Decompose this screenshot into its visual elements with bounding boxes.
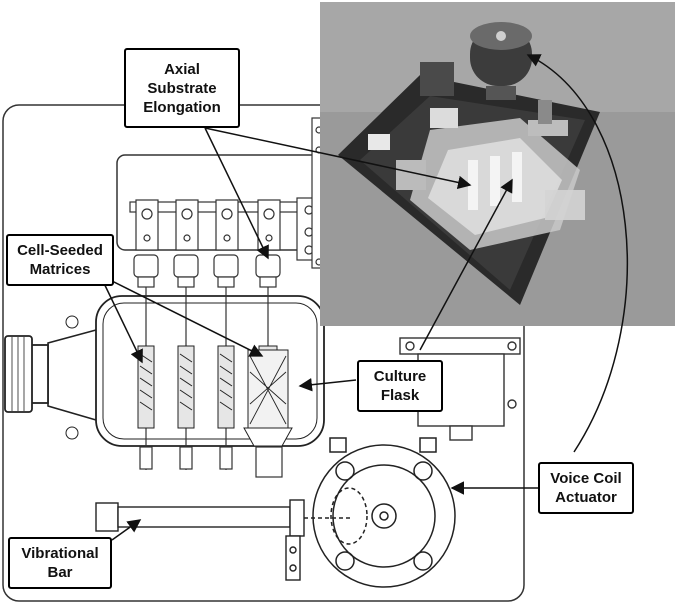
leader-lines <box>99 54 628 541</box>
callout-axial-substrate-elongation: Axial Substrate Elongation <box>124 48 240 128</box>
callout-vibrational-line-2: Bar <box>47 564 73 581</box>
cell-seeded-matrices <box>137 345 293 447</box>
callout-matrices-line-1: Cell-Seeded <box>17 242 103 259</box>
callout-flask-line-1: Culture <box>373 368 427 385</box>
callout-voice-coil-line-1: Voice Coil <box>550 470 622 487</box>
callout-voice-coil-actuator: Voice Coil Actuator <box>538 462 634 514</box>
callout-axial-line-2: Substrate <box>147 79 217 97</box>
vibrational-bar <box>95 499 352 581</box>
callout-culture-flask: Culture Flask <box>357 360 443 412</box>
grip-fittings <box>133 254 281 288</box>
callout-cell-seeded-matrices: Cell-Seeded Matrices <box>6 234 114 286</box>
clamp-blocks <box>135 199 281 251</box>
device-photo <box>320 2 675 326</box>
voice-coil-actuator <box>312 437 456 588</box>
callout-vibrational-line-1: Vibrational <box>21 545 99 562</box>
callout-flask-line-2: Flask <box>380 387 420 404</box>
callout-matrices-line-2: Matrices <box>29 261 91 278</box>
base-plate <box>2 104 525 602</box>
callout-vibrational-bar: Vibrational Bar <box>8 537 112 589</box>
callout-axial-line-1: Axial <box>164 60 200 78</box>
culture-flask <box>4 295 325 447</box>
callout-voice-coil-line-2: Actuator <box>555 489 617 506</box>
callout-axial-line-3: Elongation <box>143 98 221 116</box>
lower-couplings <box>139 446 283 478</box>
